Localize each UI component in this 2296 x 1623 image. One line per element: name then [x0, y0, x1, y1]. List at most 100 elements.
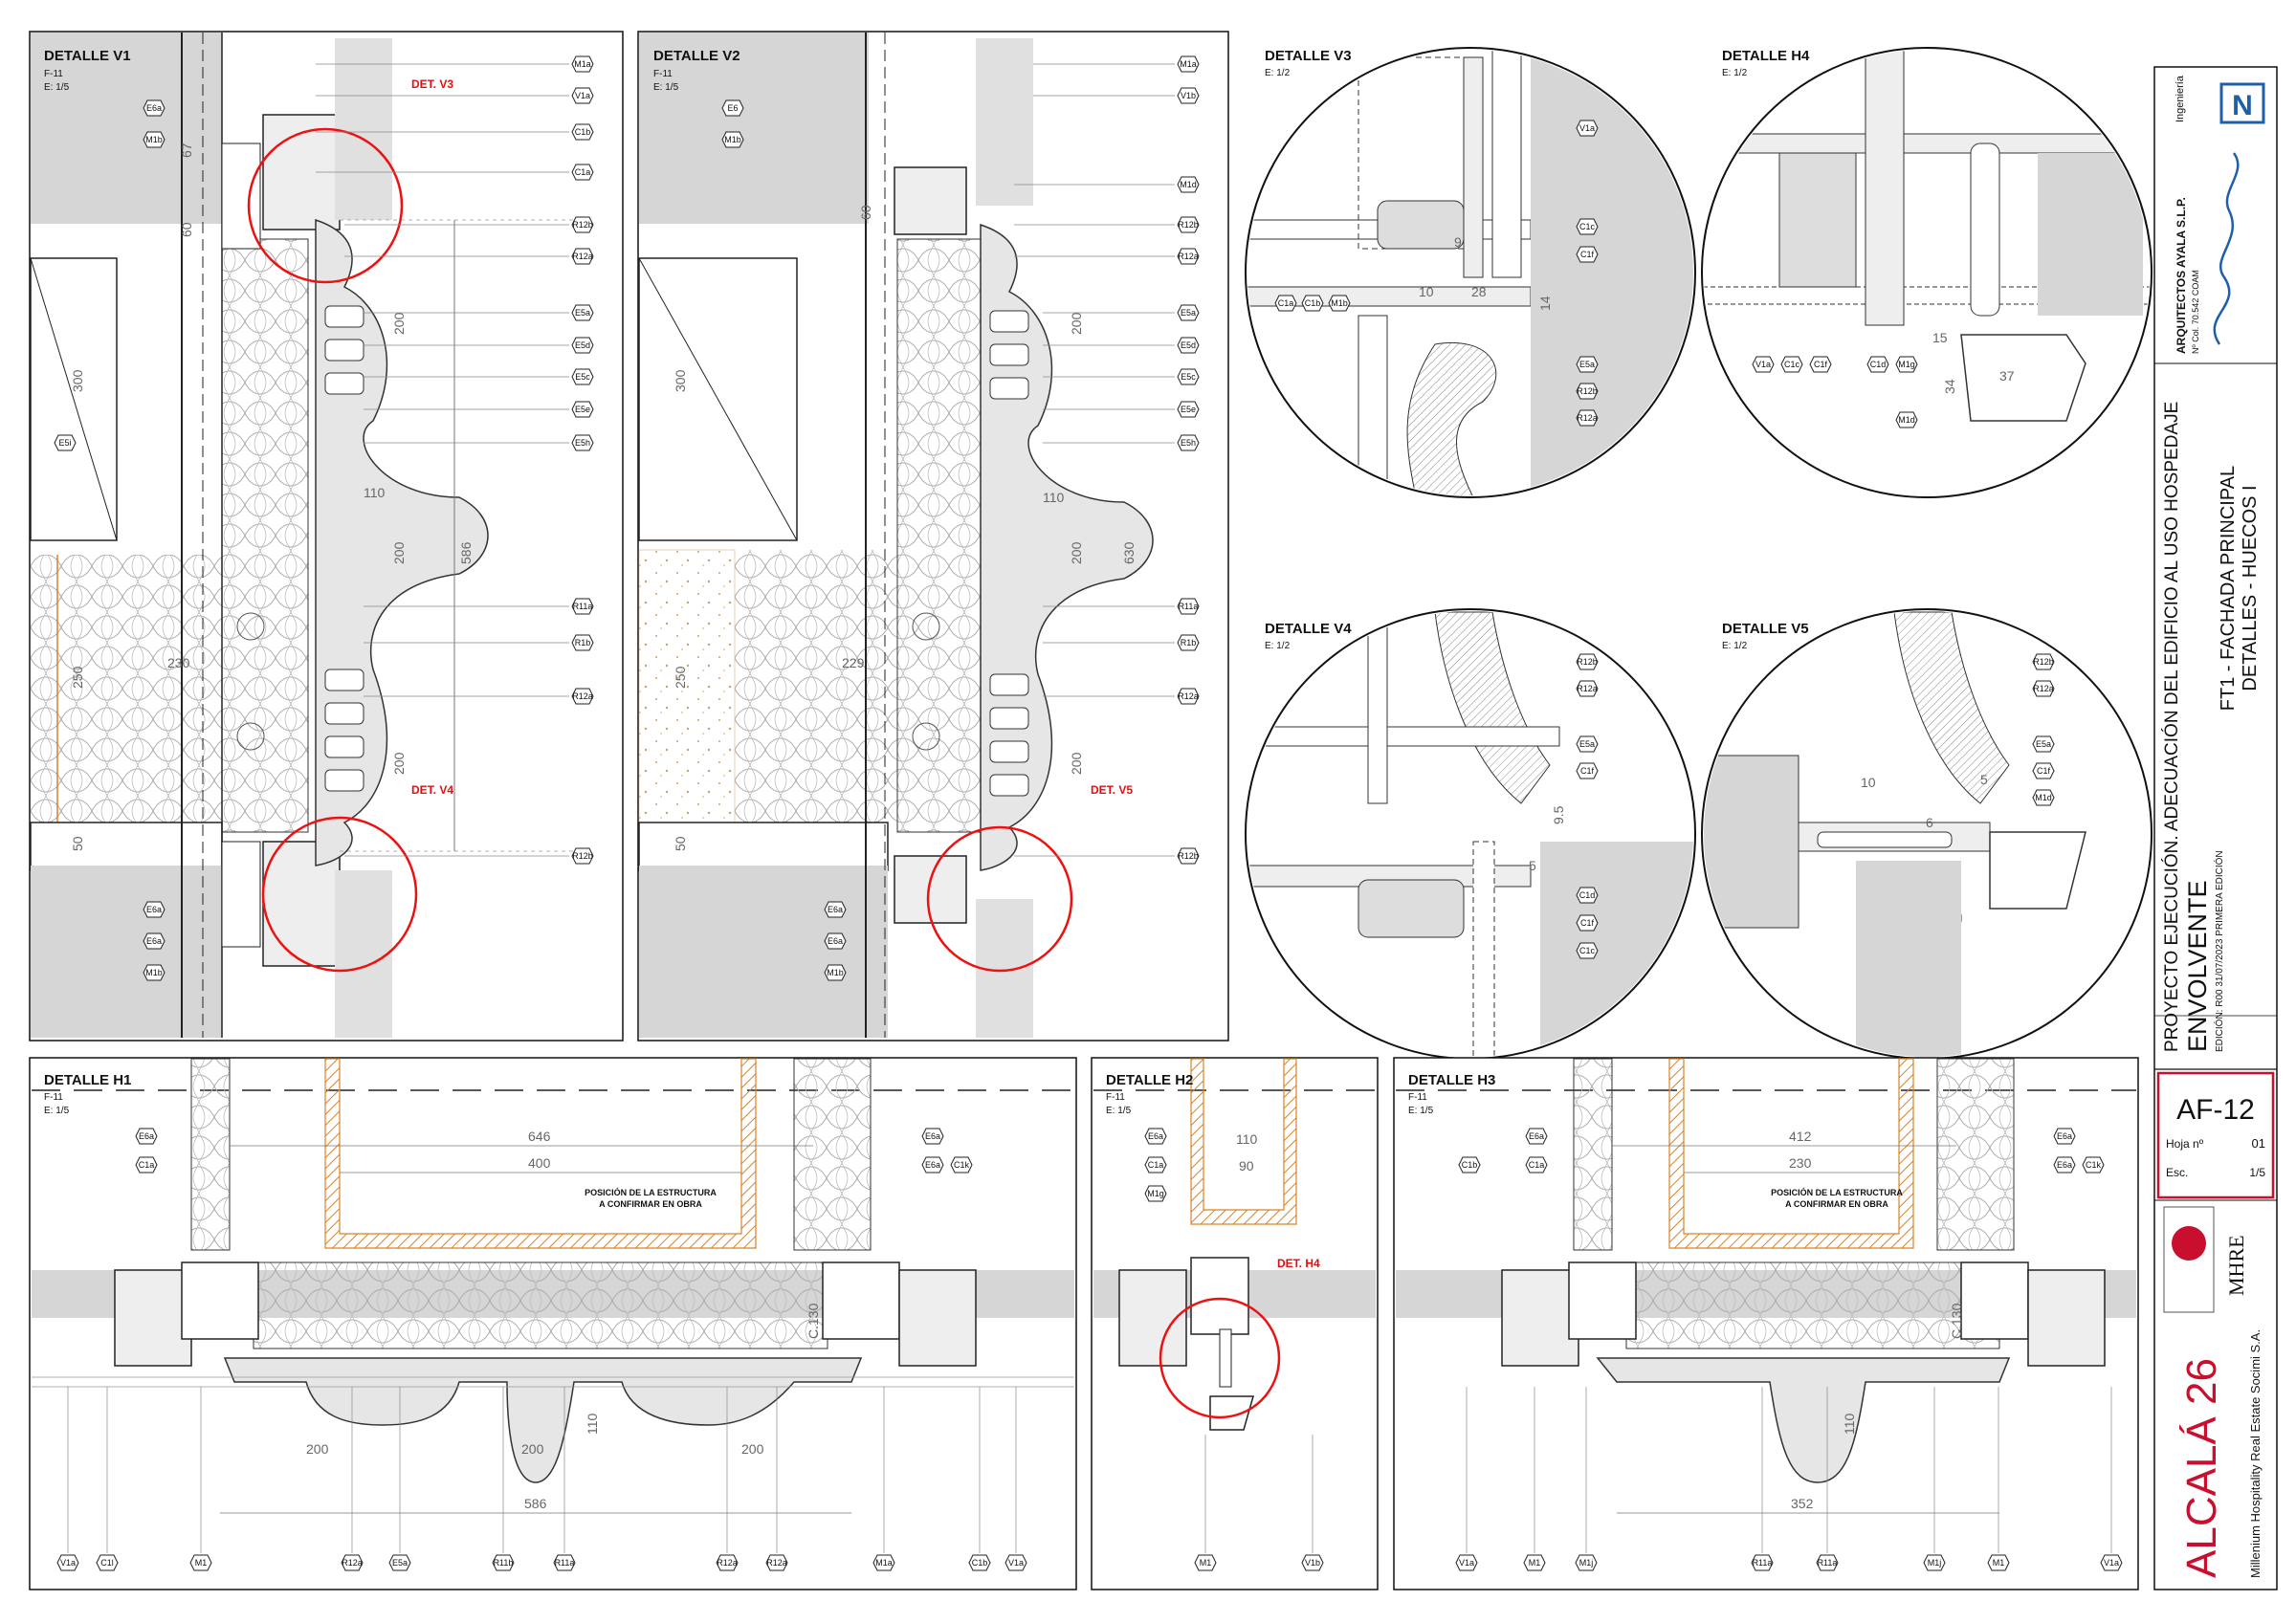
- v4-dim: 9.5: [1551, 805, 1566, 824]
- h1-note-line1: POSICIÓN DE LA ESTRUCTURA: [585, 1187, 717, 1197]
- h1-tag: E6a: [921, 1156, 944, 1173]
- svg-text:C1a: C1a: [1529, 1160, 1545, 1170]
- v4-tag: E5a: [1576, 735, 1599, 753]
- v2-tag: R11a: [1043, 598, 1200, 615]
- svg-text:R1b: R1b: [575, 638, 591, 647]
- v1-title: DETALLE V1: [44, 48, 131, 64]
- v1-dim: 200: [391, 312, 407, 335]
- v2-tag: E5a: [1043, 304, 1200, 321]
- svg-text:V1a: V1a: [1579, 123, 1595, 133]
- client-logo-mark-icon: [2172, 1226, 2206, 1261]
- v1-dim: 200: [391, 541, 407, 564]
- svg-text:R12b: R12b: [2033, 657, 2054, 667]
- svg-text:R12a: R12a: [1577, 413, 1598, 423]
- svg-text:C1a: C1a: [139, 1160, 155, 1170]
- v3-dim: 10: [1419, 284, 1434, 299]
- v2-tag: E6: [721, 99, 744, 117]
- v1-dim: 586: [458, 541, 474, 564]
- v1-tag: E6a: [143, 932, 166, 950]
- v1-tag: R12a: [344, 248, 594, 265]
- h2-tag: M1g: [1144, 1185, 1167, 1202]
- svg-text:R12a: R12a: [572, 691, 593, 701]
- v4-tag: C1d: [1576, 887, 1599, 904]
- svg-text:C1f: C1f: [1580, 766, 1595, 776]
- svg-text:V1a: V1a: [60, 1558, 76, 1568]
- v3-tag: C1a: [1274, 295, 1297, 312]
- h1-tag: R12a: [716, 1387, 739, 1571]
- detail-h4: DETALLE H4 E: 1/2 V1a C1c C1f C1d M1g M1…: [1701, 47, 2152, 498]
- svg-text:M1d: M1d: [1180, 180, 1197, 189]
- h2-ref: F-11: [1106, 1092, 1125, 1103]
- svg-text:R12a: R12a: [1178, 691, 1199, 701]
- v5-tag: M1d: [2032, 789, 2055, 806]
- h4-dim: 15: [1932, 330, 1948, 345]
- v2-dim: 50: [673, 836, 688, 851]
- h3-tag: V1a: [2100, 1387, 2123, 1571]
- svg-text:E5a: E5a: [2036, 739, 2051, 749]
- v4-tag: C1f: [1576, 762, 1599, 779]
- svg-text:E5a: E5a: [1181, 308, 1196, 318]
- h3-dim: 352: [1791, 1496, 1814, 1511]
- v1-dim: 110: [364, 485, 386, 500]
- svg-text:E5d: E5d: [1181, 340, 1196, 350]
- v1-dim: 300: [70, 369, 85, 392]
- v3-tag: V1a: [1576, 120, 1599, 137]
- svg-text:E6a: E6a: [2057, 1131, 2072, 1141]
- v2-dim: 250: [673, 666, 688, 689]
- svg-text:M1a: M1a: [574, 59, 591, 69]
- v2-callout-circle-v5: [926, 825, 1073, 973]
- v5-dim: 6: [1926, 815, 1933, 830]
- v1-tag: R12b: [344, 216, 594, 233]
- v5-tag: E5a: [2032, 735, 2055, 753]
- h1-dim: 200: [521, 1441, 544, 1457]
- v2-title: DETALLE V2: [653, 48, 740, 64]
- v3-tag: R12a: [1576, 409, 1599, 427]
- svg-text:E6a: E6a: [925, 1160, 940, 1170]
- v2-tag: E5d: [1043, 337, 1200, 354]
- h4-tag: C1d: [1866, 356, 1889, 373]
- v1-tag: V1a: [316, 87, 594, 104]
- h1-tag: R11b: [492, 1387, 515, 1571]
- scale-label: Esc.: [2166, 1166, 2188, 1179]
- v1-tag: E5a: [364, 304, 594, 321]
- svg-text:M1a: M1a: [1180, 59, 1197, 69]
- svg-text:R12a: R12a: [1577, 684, 1598, 693]
- detail-v3: DETALLE V3 E: 1/2 V1a C1c C1f C1a C1b M1…: [1245, 47, 1696, 498]
- h1-note-line2: A CONFIRMAR EN OBRA: [599, 1199, 702, 1209]
- svg-text:E5a: E5a: [392, 1558, 408, 1568]
- h3-tag: M1j: [1575, 1387, 1598, 1571]
- v1-callout-v4: DET. V4: [411, 783, 453, 797]
- v2-tag: M1d: [1014, 176, 1200, 193]
- svg-text:E6a: E6a: [1529, 1131, 1544, 1141]
- svg-text:E6a: E6a: [2057, 1160, 2072, 1170]
- h3-note-line2: A CONFIRMAR EN OBRA: [1785, 1199, 1888, 1209]
- svg-text:M1g: M1g: [1147, 1189, 1164, 1198]
- svg-text:M1: M1: [1200, 1558, 1212, 1568]
- h1-dim: 200: [741, 1441, 764, 1457]
- v3-dim: 9: [1454, 234, 1462, 250]
- h1-insulation-panel: [253, 1261, 828, 1349]
- h4-tag: M1g: [1895, 356, 1918, 373]
- v1-wall-insulation: [221, 238, 309, 833]
- h1-structure-outline: [324, 1058, 757, 1249]
- svg-text:E5i: E5i: [58, 438, 71, 448]
- h1-dim: 110: [585, 1413, 600, 1435]
- v3-dim: 28: [1471, 284, 1487, 299]
- v1-callout-v3: DET. V3: [411, 77, 453, 91]
- svg-text:R11a: R11a: [573, 602, 593, 611]
- svg-text:V1b: V1b: [1181, 91, 1196, 100]
- v1-scale: E: 1/5: [44, 82, 70, 93]
- svg-text:M1g: M1g: [1898, 360, 1915, 369]
- svg-text:C1k: C1k: [2086, 1160, 2102, 1170]
- h3-tag: C1a: [1525, 1156, 1548, 1173]
- svg-text:C1f: C1f: [1814, 360, 1828, 369]
- h1-tag: M1: [189, 1387, 212, 1571]
- svg-text:R11a: R11a: [555, 1558, 575, 1568]
- v1-tag: E5h: [364, 434, 594, 451]
- v4-tag: C1f: [1576, 914, 1599, 932]
- sheet-code-box: [2156, 1071, 2275, 1199]
- h3-tag: V1a: [1455, 1387, 1478, 1571]
- v1-dim: 50: [70, 836, 85, 851]
- v2-tag: R12a: [1014, 248, 1200, 265]
- v2-dim: 229: [842, 655, 865, 670]
